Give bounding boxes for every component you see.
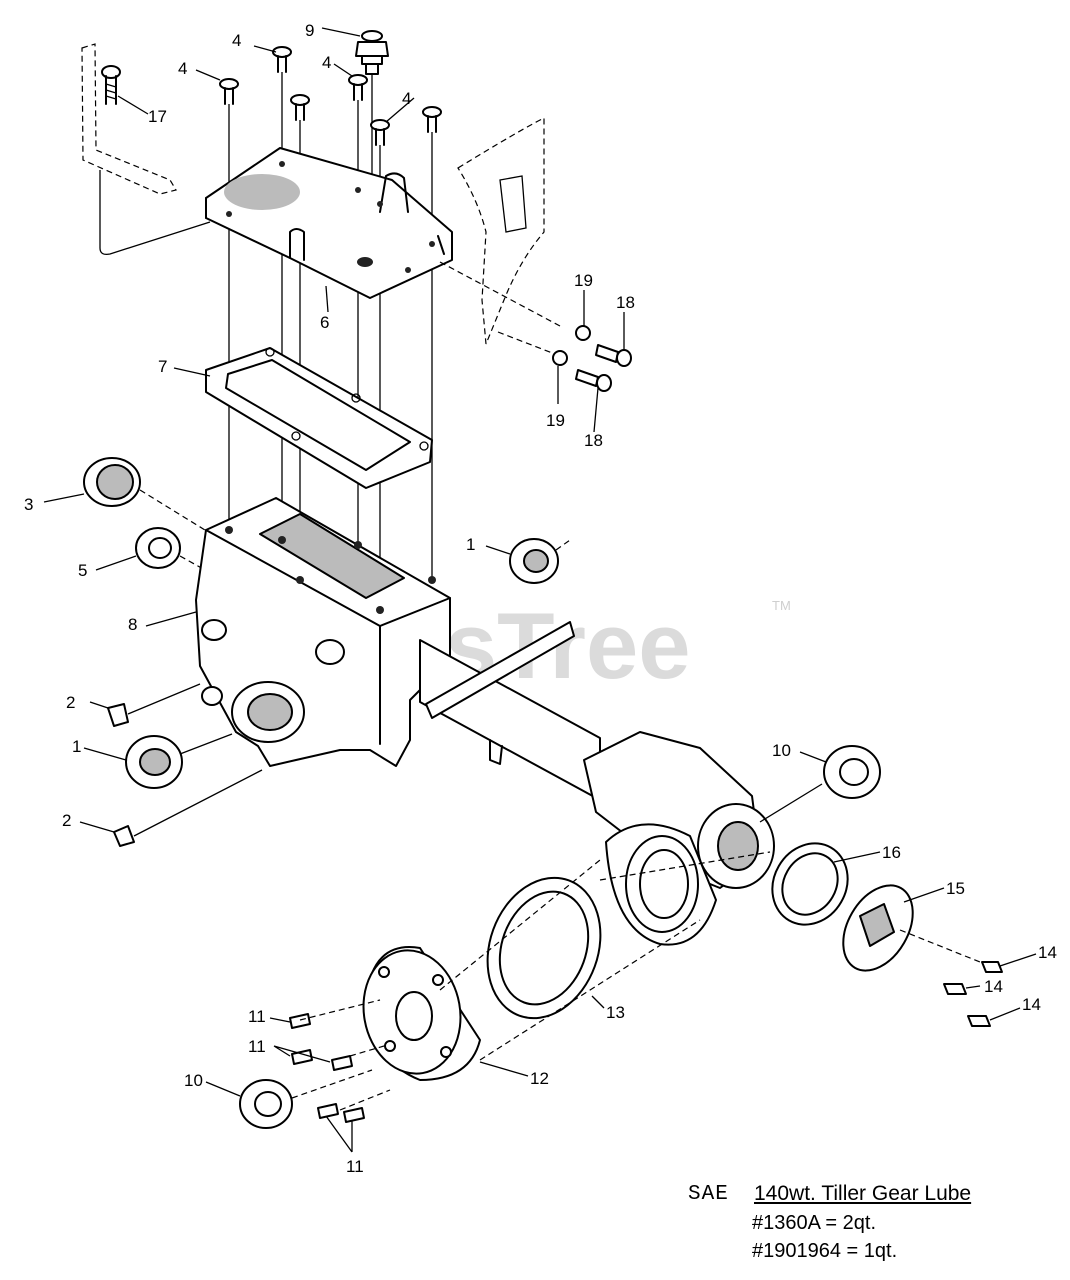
- callout-14-b: 14: [984, 977, 1003, 996]
- part-2-plug-upper: [107, 683, 201, 727]
- callout-8: 8: [128, 615, 137, 634]
- callout-3: 3: [24, 495, 33, 514]
- bolt-14-c: [967, 1015, 991, 1027]
- callout-19-b: 19: [546, 411, 565, 430]
- lower-yoke-housing: [583, 731, 775, 946]
- callout-4-a: 4: [232, 31, 241, 50]
- callout-11-a: 11: [248, 1007, 266, 1026]
- bolt-14-b: [943, 983, 967, 995]
- part-19-washer-upper: [575, 325, 591, 341]
- bolt-11-c: [331, 1055, 353, 1071]
- callout-11-b: 11: [248, 1037, 266, 1056]
- lube-note-sae: SAE: [688, 1183, 729, 1206]
- bolt-4-a: [219, 78, 239, 520]
- part-12-end-cap: [362, 946, 481, 1081]
- part-5-seal: [135, 527, 206, 571]
- part-13-gasket: [486, 876, 602, 1020]
- part-10-seal-right: [759, 745, 881, 823]
- callout-15: 15: [946, 879, 965, 898]
- callout-19-a: 19: [574, 271, 593, 290]
- callout-14-c: 14: [1022, 995, 1041, 1014]
- callout-1-b: 1: [72, 737, 81, 756]
- callout-2-b: 2: [62, 811, 71, 830]
- callout-6: 6: [320, 313, 329, 332]
- lube-note-title: 140wt. Tiller Gear Lube: [754, 1182, 972, 1205]
- callout-4-c: 4: [322, 53, 331, 72]
- callout-18-b: 18: [584, 431, 603, 450]
- bolt-14-a: [981, 961, 1003, 973]
- part-17-l-handle: [81, 43, 211, 256]
- part-1-seal-left: [125, 733, 233, 789]
- bolt-4-b: [272, 46, 292, 540]
- part-16-gasket: [771, 842, 849, 926]
- leader-lines: [43, 27, 1037, 1153]
- part-19-washer-lower: [552, 350, 568, 366]
- bolt-11-e: [343, 1107, 365, 1123]
- lube-note-line-2: #1901964 = 1qt.: [752, 1240, 898, 1262]
- lube-note-line-1: #1360A = 2qt.: [752, 1212, 877, 1234]
- callout-7: 7: [158, 357, 167, 376]
- part-2-plug-lower: [113, 769, 263, 847]
- callout-12: 12: [530, 1069, 549, 1088]
- callout-10-b: 10: [184, 1071, 203, 1090]
- part-7-gasket: [205, 347, 433, 489]
- callout-labels: 9 4 4 4 4 17 6 7 19 18 19 18 3 5 8 1 2 1…: [24, 21, 1057, 1176]
- callout-2-a: 2: [66, 693, 75, 712]
- shift-quadrant-outline: [439, 117, 561, 357]
- bolt-11-d: [317, 1103, 339, 1119]
- watermark-trademark: TM: [772, 598, 791, 613]
- part-18-bolt-upper: [595, 344, 632, 367]
- part-1-seal-right: [509, 538, 571, 584]
- callout-16: 16: [882, 843, 901, 862]
- callout-1-a: 1: [466, 535, 475, 554]
- callout-17: 17: [148, 107, 167, 126]
- part-6-top-plate: [205, 147, 453, 299]
- bolt-11-b: [291, 1049, 313, 1065]
- callout-4-b: 4: [178, 59, 187, 78]
- part-18-bolt-lower: [575, 369, 612, 392]
- bolt-4-f: [422, 106, 442, 580]
- part-8-gear-housing: [195, 497, 451, 767]
- part-17-bolt: [101, 65, 121, 105]
- callout-18-a: 18: [616, 293, 635, 312]
- part-15-cover: [842, 884, 991, 972]
- callout-5: 5: [78, 561, 87, 580]
- callout-4-d: 4: [402, 89, 411, 108]
- bolt-11-a: [289, 1013, 311, 1029]
- part-14-bolts: [943, 961, 1003, 1027]
- callout-14-a: 14: [1038, 943, 1057, 962]
- callout-13: 13: [606, 1003, 625, 1022]
- callout-9: 9: [305, 21, 314, 40]
- part-11-bolts: [289, 1013, 365, 1123]
- callout-10-a: 10: [772, 741, 791, 760]
- callout-11-c: 11: [346, 1157, 364, 1176]
- assembly-lines: [291, 851, 771, 1111]
- part-10-seal-left: [239, 1079, 293, 1129]
- part-3-bearing-cup: [83, 457, 206, 531]
